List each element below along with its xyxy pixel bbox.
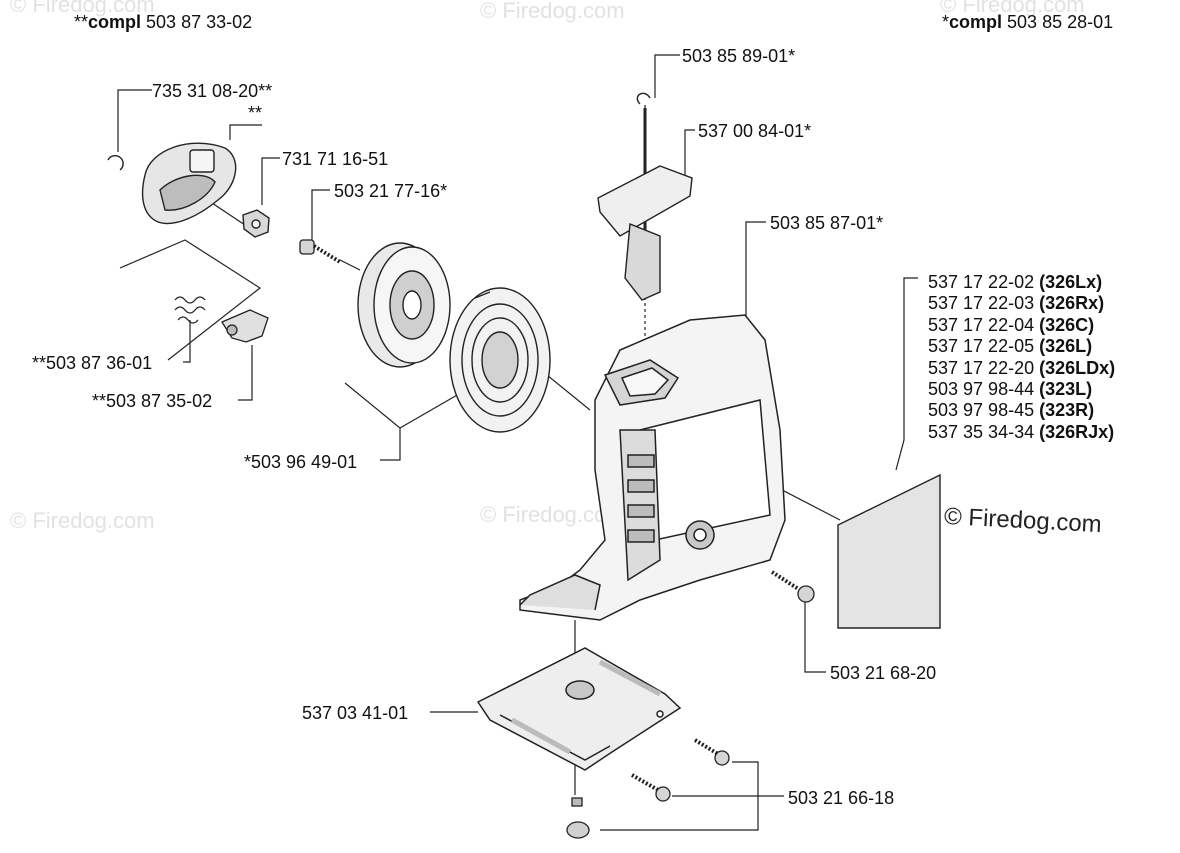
leader-line [344,382,401,461]
recoil-spring [449,287,551,433]
watermark: © Firedog.com [10,508,155,533]
decal-variant: 537 17 22-02 (326Lx) [928,272,1103,292]
decal-variant: 537 17 22-20 (326LDx) [928,357,1116,378]
leader-line [117,89,152,152]
part-label: 735 31 08-20** [152,81,273,101]
leader-line [684,129,695,175]
watermark: © Firedog.com [940,0,1085,17]
base-plate [476,647,682,771]
leader-line [804,600,826,673]
leader-line [229,124,262,140]
decal-variant: 537 17 22-03 (326Rx) [928,293,1105,314]
axis-line [339,259,361,271]
part-label: ** [248,103,263,123]
decal-variant: 503 97 98-45 (323R) [928,400,1095,421]
leader-line [895,277,918,471]
leader-line [261,157,280,205]
part-label: 537 03 41-01 [302,703,409,723]
leader-line [311,189,330,240]
rope-pulley [357,242,451,368]
decal-variant: 537 35 34-34 (326RJx) [928,421,1115,442]
assembly-label-right: *compl 503 85 28-01 [942,12,1114,32]
screw [693,738,730,766]
decal [837,473,941,629]
decal-variant: 503 97 98-44 (323L) [928,379,1093,400]
leader-line [119,239,262,361]
starter-pawl [221,309,269,343]
starter-handle [597,165,693,301]
part-label: 503 85 89-01* [682,46,796,66]
screw [770,570,815,603]
part-label: *503 96 49-01 [244,452,358,472]
screw [299,239,342,264]
leader-line [654,54,680,98]
flange-nut [242,209,270,238]
starter-housing [519,314,786,621]
leader-line [238,345,253,401]
part-label: **503 87 36-01 [32,353,153,373]
part-label: 503 21 68-20 [830,663,937,683]
screw [631,773,671,802]
decal-variant-list: 537 17 22-02 (326Lx) 537 17 22-03 (326Rx… [928,272,1115,443]
part-label: 503 21 77-16* [334,181,448,201]
decal-variant: 537 17 22-05 (326L) [928,336,1093,357]
part-label: 503 21 66-18 [788,788,895,808]
leader-line [183,320,191,363]
leader-line [745,221,766,320]
decal-variant: 537 17 22-04 (326C) [928,314,1095,335]
part-label: **503 87 35-02 [92,391,213,411]
watermark: © Firedog.com [480,0,625,23]
part-label: 731 71 16-51 [282,149,389,169]
pawl-spring [174,296,206,324]
part-label: 503 85 87-01* [770,213,884,233]
watermark: © Firedog.com [10,0,155,17]
assembly-label-left: **compl 503 87 33-02 [74,12,253,32]
part-label: 537 00 84-01* [698,121,812,141]
plug [566,797,590,839]
leader-line [600,796,759,831]
pawl-cover [107,142,237,225]
leader-line [732,761,784,797]
